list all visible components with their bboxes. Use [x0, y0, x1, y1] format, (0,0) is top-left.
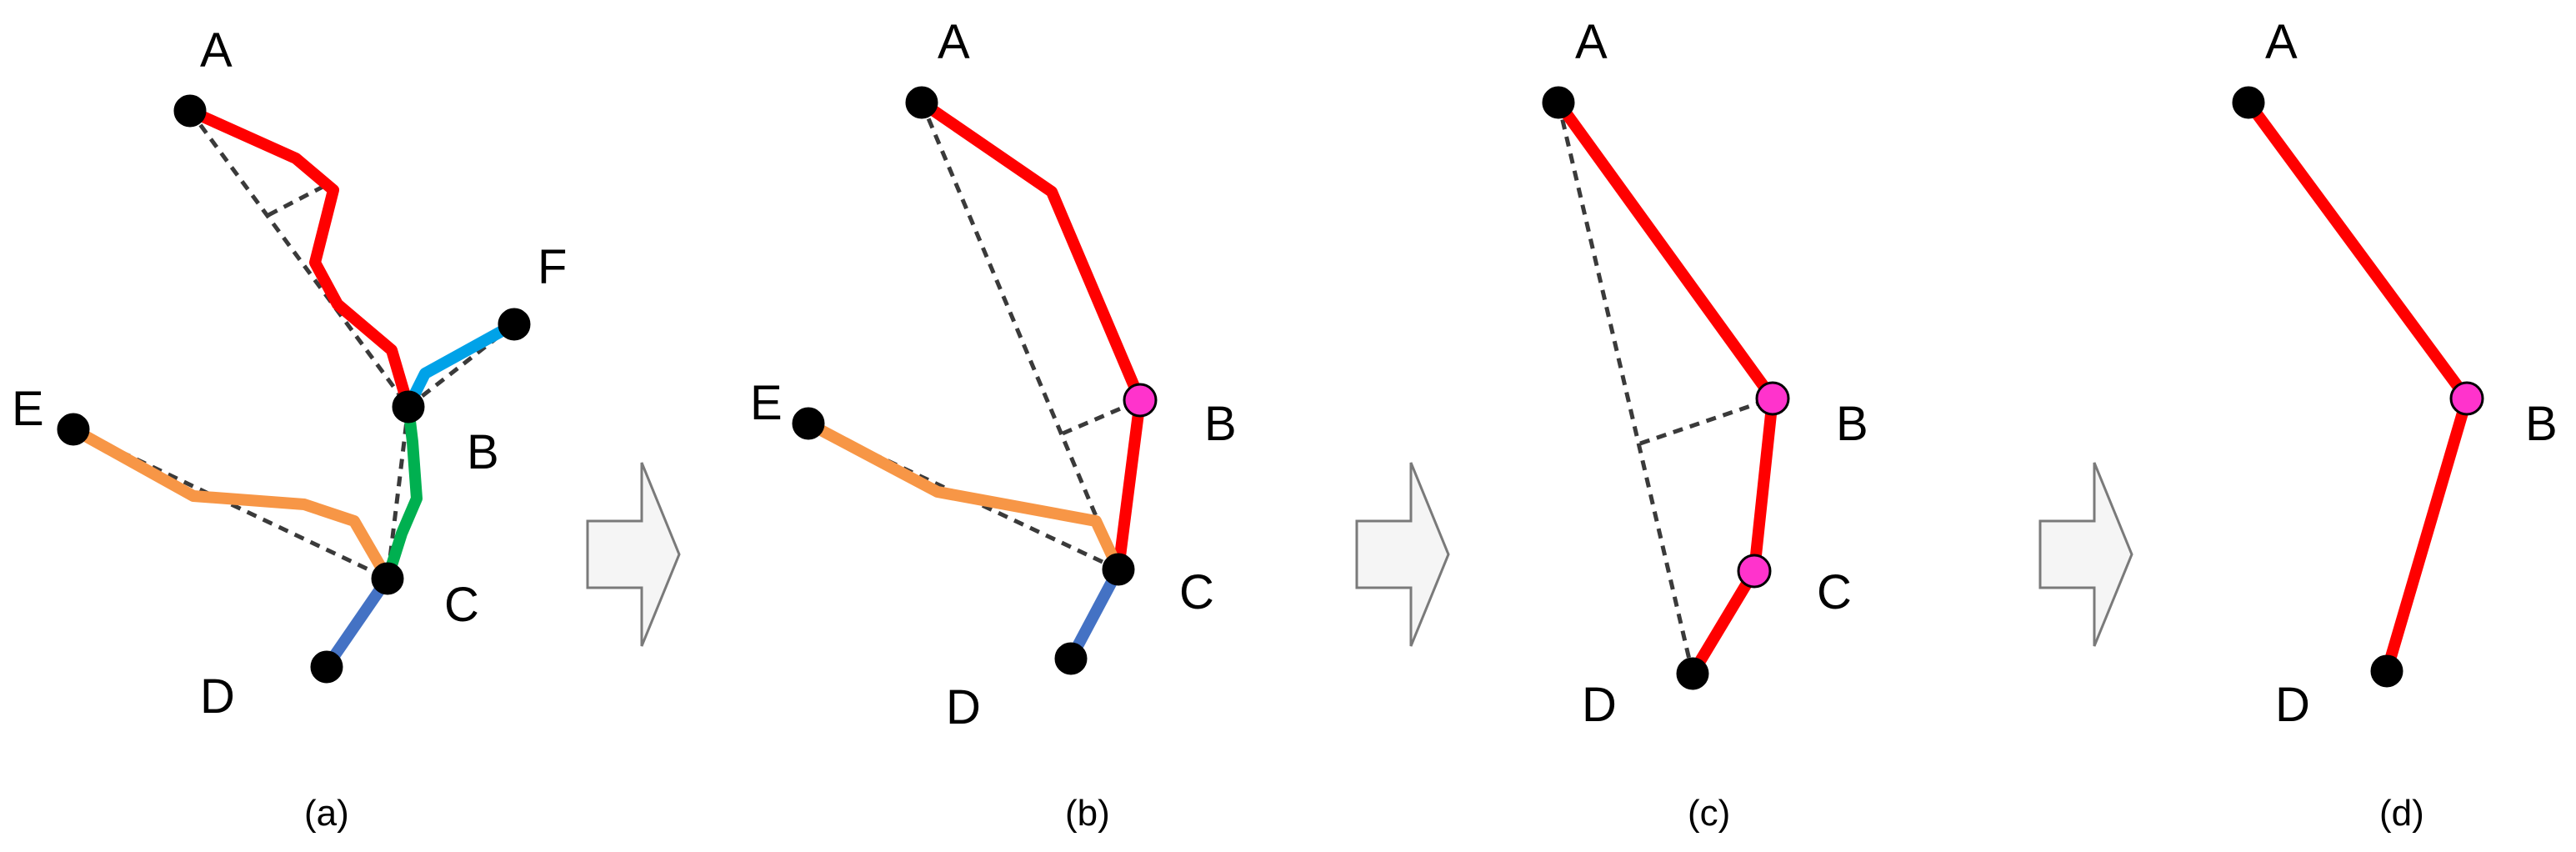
node-f: [498, 308, 531, 341]
node-c: [371, 562, 404, 595]
panel-d: A B D (d): [2232, 15, 2558, 834]
label-a: A: [938, 15, 970, 69]
label-f: F: [538, 240, 567, 294]
label-a: A: [2265, 15, 2298, 69]
edge-a-b: [184, 105, 414, 413]
edge-c-d: [1687, 565, 1760, 679]
edge-c-d: [321, 573, 393, 673]
node-e: [57, 413, 90, 446]
node-d: [2370, 654, 2403, 688]
label-e: E: [750, 376, 783, 430]
node-a: [2232, 86, 2265, 119]
label-d: D: [1582, 678, 1617, 732]
label-d: D: [200, 669, 235, 724]
node-d: [310, 650, 343, 684]
label-b: B: [1836, 397, 1868, 451]
label-e: E: [12, 382, 44, 436]
edge-a-b: [916, 97, 1146, 406]
node-c-merged: [1737, 554, 1772, 589]
label-c: C: [1179, 565, 1214, 619]
panel-a: A B C D E F (a): [12, 23, 567, 834]
chord-a-b: [188, 109, 411, 408]
label-b: B: [467, 425, 499, 479]
label-b: B: [2525, 397, 2558, 451]
label-d: D: [2275, 678, 2310, 732]
node-a: [173, 94, 207, 128]
chord-perpendicular: [1639, 396, 1773, 446]
edge-b-c: [1748, 393, 1778, 577]
label-c: C: [444, 578, 479, 632]
edge-b-d: [2381, 393, 2473, 677]
node-a: [1542, 86, 1575, 119]
node-d: [1054, 642, 1088, 675]
caption-c: (c): [1688, 793, 1730, 834]
next-step-arrow: [2038, 462, 2133, 647]
caption-d: (d): [2379, 793, 2424, 834]
node-c: [1102, 553, 1135, 586]
node-b: [392, 390, 425, 423]
node-e: [792, 407, 825, 440]
panel-c: A B C D (c): [1542, 15, 1868, 834]
edge-a-b: [2243, 97, 2473, 404]
edge-e-c: [68, 423, 393, 584]
node-b-merged: [1123, 383, 1158, 418]
caption-b: (b): [1065, 793, 1110, 834]
edge-b-c: [1113, 394, 1146, 575]
edge-e-c: [803, 418, 1124, 575]
caption-a: (a): [304, 793, 349, 834]
edge-a-b: [1553, 97, 1778, 404]
label-d: D: [946, 680, 981, 734]
chord-a-c: [919, 102, 1121, 570]
edge-c-d: [1065, 564, 1124, 664]
node-a: [905, 86, 938, 119]
label-b: B: [1204, 397, 1237, 451]
node-d: [1676, 657, 1709, 690]
next-step-arrow: [1355, 462, 1450, 647]
node-b-merged: [2449, 381, 2484, 416]
panel-b: A B C D E (b): [750, 15, 1237, 834]
label-a: A: [200, 23, 233, 78]
label-c: C: [1817, 565, 1852, 619]
node-b-merged: [1755, 381, 1790, 416]
next-step-arrow: [586, 462, 681, 647]
edge-b-c: [382, 401, 423, 584]
label-a: A: [1575, 15, 1608, 69]
chord-perpendicular: [267, 181, 331, 218]
